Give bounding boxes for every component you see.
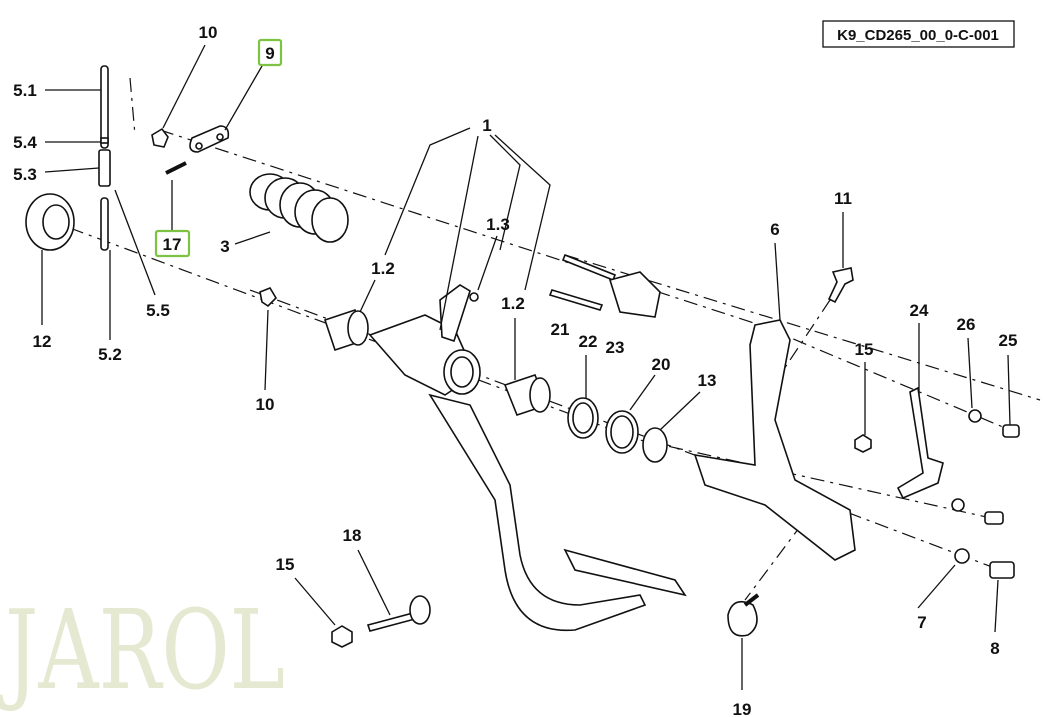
- callout-11[interactable]: 11: [834, 189, 852, 208]
- nut-1-3: [469, 292, 479, 302]
- watermark: JAROL: [0, 586, 285, 714]
- callout-3[interactable]: 3: [220, 237, 229, 256]
- callout-1-2-right[interactable]: 1.2: [501, 294, 525, 313]
- rings: [567, 397, 668, 463]
- callout-1[interactable]: 1: [482, 116, 491, 135]
- washers: [951, 409, 982, 564]
- bushing-1-2-right: [503, 374, 551, 416]
- callout-8[interactable]: 8: [990, 639, 999, 658]
- plate-24: [896, 386, 944, 500]
- screws: [984, 424, 1020, 579]
- callout-19[interactable]: 19: [733, 700, 752, 717]
- switch: [608, 271, 661, 318]
- callout-12[interactable]: 12: [33, 332, 52, 351]
- callout-25[interactable]: 25: [999, 331, 1018, 350]
- bolt-18: [366, 595, 431, 632]
- reference-code: K9_CD265_00_0-C-001: [837, 27, 999, 44]
- pedal-1: [368, 284, 687, 632]
- callout-22[interactable]: 22: [579, 332, 598, 351]
- bushing-12: [25, 193, 75, 251]
- bolts: [548, 253, 617, 311]
- callout-5-3[interactable]: 5.3: [13, 165, 37, 184]
- nut-15: [854, 434, 872, 453]
- callout-1-2-left[interactable]: 1.2: [371, 259, 395, 278]
- clip-10: [151, 127, 169, 148]
- rod-5-1: [98, 65, 111, 251]
- callout-5-2[interactable]: 5.2: [98, 345, 122, 364]
- callout-1-3[interactable]: 1.3: [486, 215, 510, 234]
- highlight-17: [154, 229, 191, 258]
- spring-3: [249, 173, 349, 243]
- callout-15-lower[interactable]: 15: [276, 555, 295, 574]
- callout-21[interactable]: 21: [551, 320, 570, 339]
- callout-labels[interactable]: 10 9 5.1 5.4 5.3 1 17 3 1.3 11 6 1.2 1.2…: [13, 23, 1017, 717]
- callout-15[interactable]: 15: [855, 340, 874, 359]
- callout-5-5[interactable]: 5.5: [146, 301, 170, 320]
- callout-20[interactable]: 20: [652, 355, 671, 374]
- bushing-1-2-left: [323, 308, 369, 352]
- callout-24[interactable]: 24: [910, 301, 929, 320]
- callout-10-lower[interactable]: 10: [256, 395, 275, 414]
- callout-26[interactable]: 26: [957, 315, 976, 334]
- callout-13[interactable]: 13: [698, 371, 717, 390]
- callout-23[interactable]: 23: [606, 338, 625, 357]
- callout-7[interactable]: 7: [917, 613, 926, 632]
- knob-19: [727, 593, 760, 637]
- callout-6[interactable]: 6: [770, 220, 779, 239]
- callout-18[interactable]: 18: [343, 526, 362, 545]
- callout-9[interactable]: 9: [265, 44, 274, 63]
- leader-lines: [41, 44, 1011, 690]
- pin-17: [165, 161, 187, 175]
- bolt-11: [827, 267, 854, 304]
- callout-17[interactable]: 17: [163, 235, 182, 254]
- link-9: [189, 125, 230, 153]
- callout-5-4[interactable]: 5.4: [13, 133, 37, 152]
- callout-5-1[interactable]: 5.1: [13, 81, 37, 100]
- nut-15-lower: [331, 625, 353, 648]
- highlight-9: [257, 38, 283, 67]
- bracket-6: [693, 319, 856, 561]
- callout-10[interactable]: 10: [199, 23, 218, 42]
- reference-code-box: K9_CD265_00_0-C-001: [822, 20, 1015, 48]
- clip-10-lower: [259, 287, 278, 308]
